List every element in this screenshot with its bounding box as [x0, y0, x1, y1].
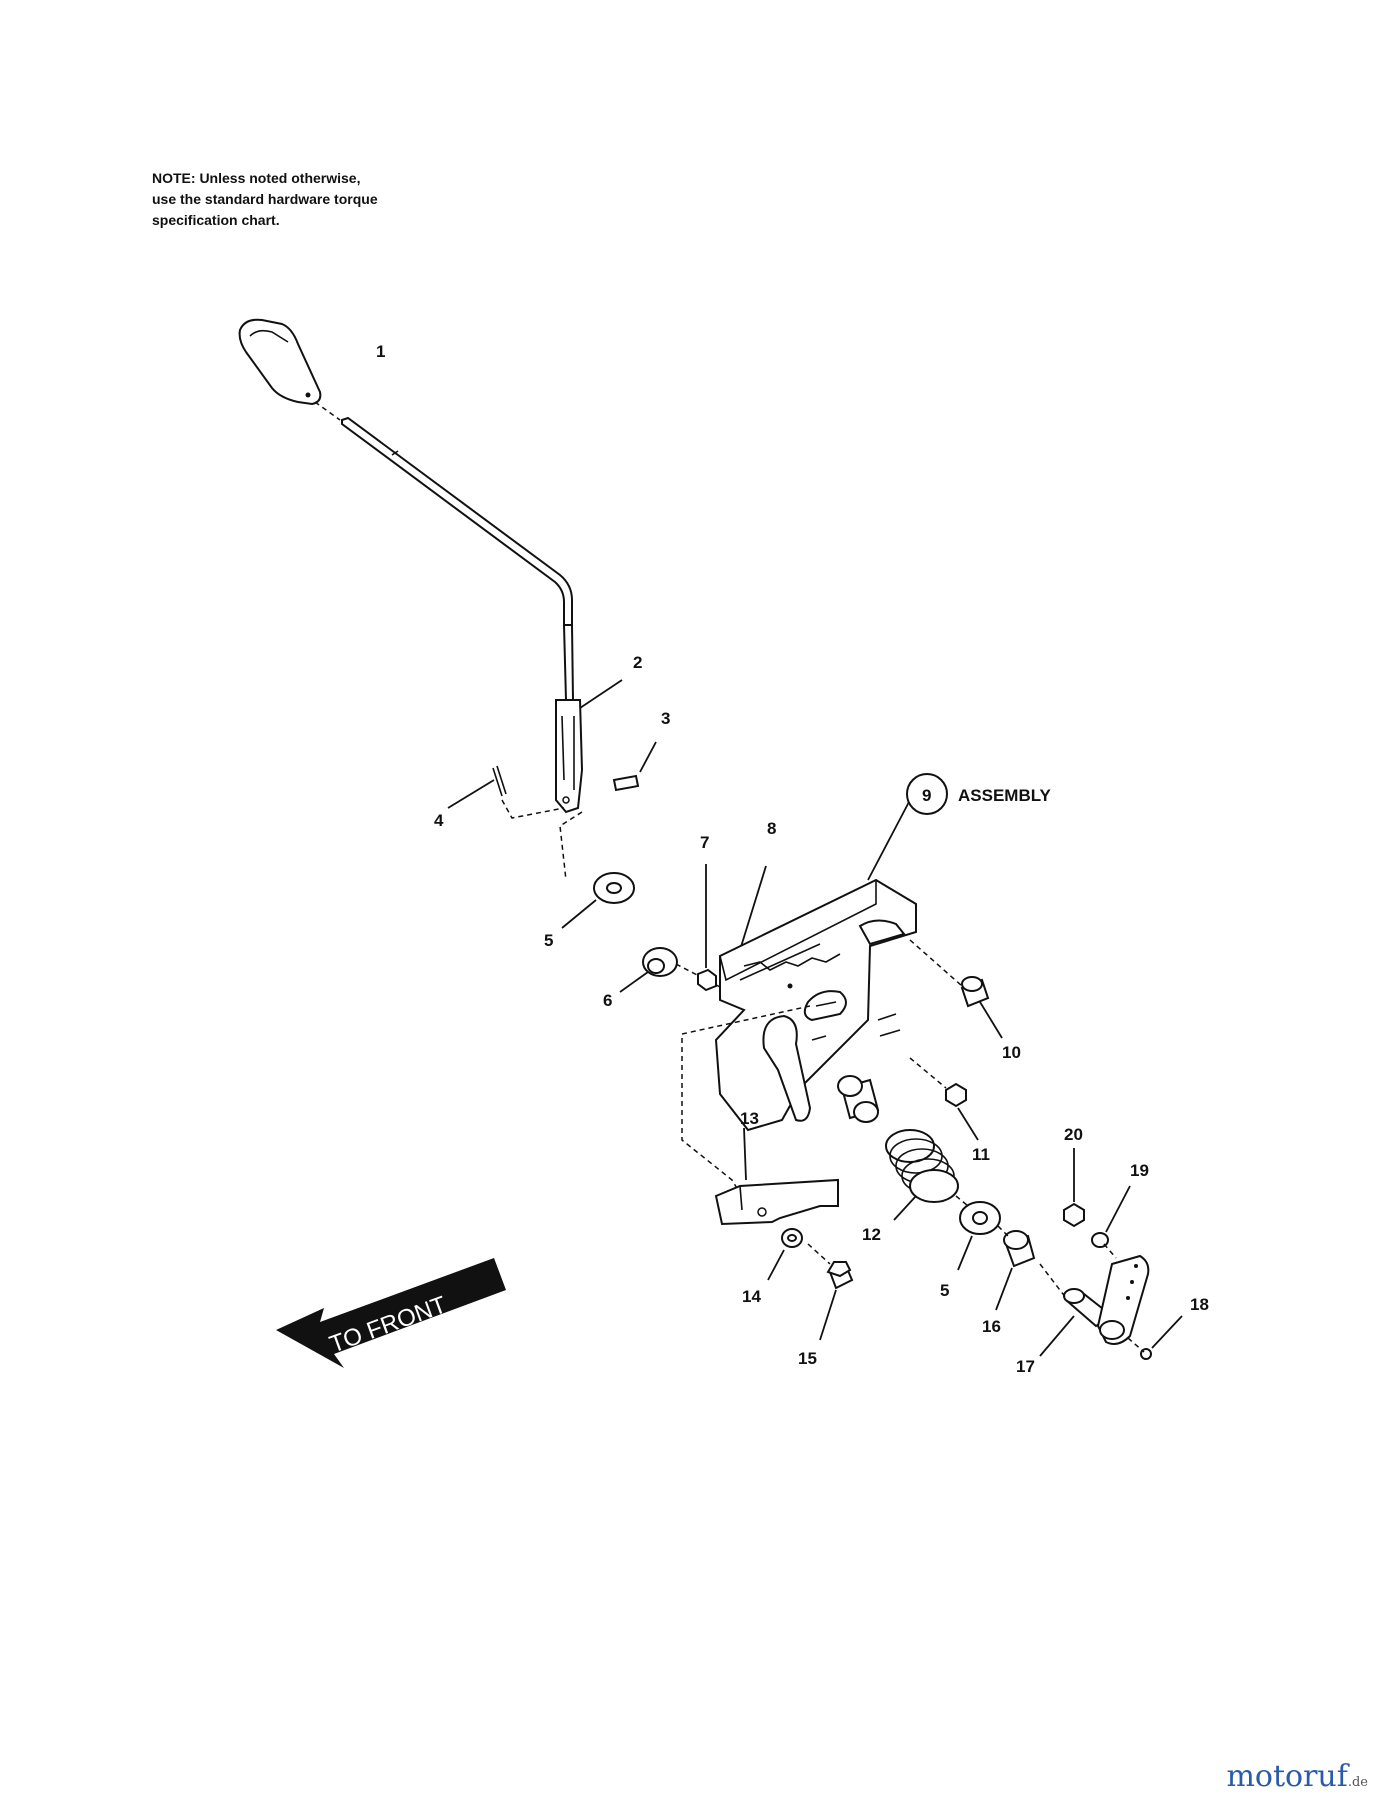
to-front-arrow: TO FRONT [276, 1258, 506, 1368]
washer-19 [1091, 1232, 1109, 1248]
crank-arm [1063, 1254, 1150, 1345]
latch-bracket [714, 1178, 839, 1226]
washer-lower [959, 1201, 1001, 1235]
callout-19: 19 [1130, 1161, 1149, 1180]
callout-5-upper: 5 [544, 931, 553, 950]
bolt-15 [826, 1261, 854, 1290]
bushing [642, 947, 678, 977]
note-line-3: specification chart. [152, 212, 280, 228]
callout-12: 12 [862, 1225, 881, 1244]
callout-16: 16 [982, 1317, 1001, 1336]
nut-20 [1063, 1202, 1085, 1228]
handle-knob [238, 318, 322, 406]
callout-18: 18 [1190, 1295, 1209, 1314]
callout-4: 4 [434, 811, 444, 830]
bushing-16 [1003, 1230, 1036, 1268]
callout-14: 14 [742, 1287, 761, 1306]
spacer [960, 976, 990, 1008]
note-line-2: use the standard hardware torque [152, 191, 378, 207]
spring [885, 1129, 959, 1203]
callout-13: 13 [740, 1109, 759, 1128]
pin [612, 774, 640, 792]
washer-upper [593, 872, 635, 904]
callout-2: 2 [633, 653, 642, 672]
assembly-label: ASSEMBLY [958, 786, 1052, 805]
brand-tld: .de [1347, 1775, 1368, 1790]
callout-7: 7 [700, 833, 709, 852]
cotter-pin [492, 765, 507, 797]
callout-1: 1 [376, 342, 385, 361]
callout-15: 15 [798, 1349, 817, 1368]
callout-20: 20 [1064, 1125, 1083, 1144]
callout-5-lower: 5 [940, 1281, 949, 1300]
bracket-assembly [714, 878, 917, 1132]
brand-name: motoruf [1226, 1759, 1348, 1794]
brand-watermark: motoruf.de [1226, 1759, 1368, 1794]
callout-8: 8 [767, 819, 776, 838]
callout-11: 11 [972, 1145, 990, 1164]
note-line-1: NOTE: Unless noted otherwise, [152, 170, 361, 186]
callout-3: 3 [661, 709, 670, 728]
callout-10: 10 [1002, 1043, 1021, 1062]
nut-7 [697, 968, 717, 992]
callout-6: 6 [603, 991, 612, 1010]
callout-9: 9 [922, 786, 931, 805]
washer-14 [781, 1228, 803, 1248]
torque-note: NOTE: Unless noted otherwise, use the st… [152, 168, 472, 231]
callout-17: 17 [1016, 1357, 1035, 1376]
nut-11 [945, 1082, 967, 1108]
shift-lever [341, 416, 584, 814]
